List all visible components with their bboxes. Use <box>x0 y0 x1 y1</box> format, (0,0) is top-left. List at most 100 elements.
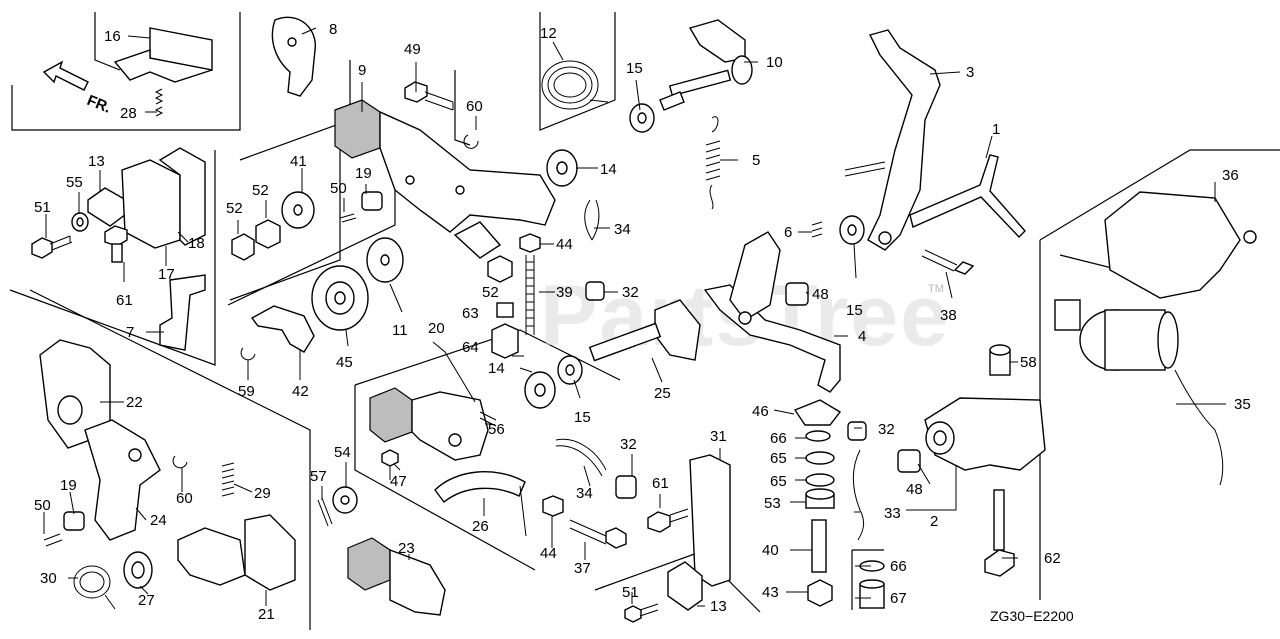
part-54-washer <box>332 486 358 514</box>
part-47-bolt <box>381 449 399 480</box>
part-26-plate <box>434 471 527 537</box>
callout-7: 7 <box>126 324 134 341</box>
callout-35: 35 <box>1234 396 1251 413</box>
callout-61: 61 <box>116 292 133 309</box>
callout-47: 47 <box>390 473 407 490</box>
part-29-spring <box>221 462 235 497</box>
callout-45: 45 <box>336 354 353 371</box>
part-33-wire <box>852 449 865 541</box>
callout-22: 22 <box>126 394 143 411</box>
part-15-washer-b <box>839 215 865 245</box>
callout-50b: 50 <box>34 497 51 514</box>
part-48-collar <box>785 282 921 473</box>
callout-30: 30 <box>40 570 57 587</box>
callout-44: 44 <box>556 236 573 253</box>
callout-40: 40 <box>762 542 779 559</box>
part-66-65-53-stack <box>805 430 835 509</box>
part-62-bolt <box>984 489 1015 577</box>
part-44-nut <box>519 233 564 517</box>
part-61-bolt-b <box>647 508 689 533</box>
callout-31: 31 <box>710 428 727 445</box>
part-55-washer <box>71 212 89 232</box>
callout-15: 15 <box>626 60 643 77</box>
callout-28: 28 <box>120 105 137 122</box>
part-23-assembly <box>347 537 446 616</box>
leader-lines <box>43 27 1226 607</box>
part-drawings <box>31 16 1257 623</box>
part-32-collar <box>585 281 867 499</box>
callout-6: 6 <box>784 224 792 241</box>
callout-49: 49 <box>404 41 421 58</box>
part-25-shaft <box>588 299 701 362</box>
callout-38: 38 <box>940 307 957 324</box>
callout-26: 26 <box>472 518 489 535</box>
part-51-bolt <box>31 235 73 259</box>
part-61-bolt <box>104 225 128 263</box>
callout-29: 29 <box>254 485 271 502</box>
callout-36: 36 <box>1222 167 1239 184</box>
callout-21: 21 <box>258 606 275 623</box>
callout-55: 55 <box>66 174 83 191</box>
callout-48: 48 <box>812 286 829 303</box>
callout-34: 34 <box>614 221 631 238</box>
callout-58: 58 <box>1020 354 1037 371</box>
callout-27: 27 <box>138 592 155 609</box>
callout-20: 20 <box>428 320 445 337</box>
part-14-washer <box>546 149 578 187</box>
part-63-64-fittings <box>491 302 519 359</box>
callout-65: 65 <box>770 450 787 467</box>
callout-1: 1 <box>992 121 1000 138</box>
svg-text:FR.: FR. <box>85 92 114 117</box>
part-49-bolt <box>404 81 454 111</box>
part-2-clamp <box>924 397 1046 471</box>
part-21-assembly <box>177 514 296 591</box>
part-27-collar <box>123 551 153 589</box>
callout-61b: 61 <box>652 475 669 492</box>
callout-12: 12 <box>540 25 557 42</box>
callout-46: 46 <box>752 403 769 420</box>
part-43-nut <box>807 579 833 607</box>
callout-60: 60 <box>466 98 483 115</box>
svg-text:TM: TM <box>928 283 944 295</box>
part-57-pin <box>317 497 333 527</box>
callout-19: 19 <box>355 165 372 182</box>
part-6-spring <box>811 221 823 238</box>
callout-65b: 65 <box>770 473 787 490</box>
callout-44b: 44 <box>540 545 557 562</box>
callout-32c: 32 <box>620 436 637 453</box>
part-14-15-washers-lower <box>524 355 583 409</box>
part-37-bolt <box>569 519 627 549</box>
callout-48b: 48 <box>906 481 923 498</box>
callout-64: 64 <box>462 339 479 356</box>
callout-18: 18 <box>188 235 205 252</box>
part-8-plate <box>271 16 316 97</box>
callout-60b: 60 <box>176 490 193 507</box>
part-28-spring <box>154 88 164 117</box>
callout-15c: 15 <box>574 409 591 426</box>
callout-16: 16 <box>104 28 121 45</box>
part-36-bracket <box>1104 191 1257 299</box>
diagram-code: ZG30−E2200 <box>990 608 1074 624</box>
callout-14: 14 <box>600 161 617 178</box>
front-direction-arrow: FR. <box>42 60 114 117</box>
part-40-stud <box>811 519 827 573</box>
callout-50: 50 <box>330 180 347 197</box>
part-59-clip <box>240 347 256 361</box>
part-15-washer <box>629 103 655 133</box>
callout-17: 17 <box>158 266 175 283</box>
callout-33: 33 <box>884 505 901 522</box>
part-16-bracket <box>113 27 213 83</box>
part-46-plate <box>793 399 842 426</box>
callout-39: 39 <box>556 284 573 301</box>
part-1-rod <box>909 154 1026 239</box>
callout-66b: 66 <box>890 558 907 575</box>
part-45-pulley <box>311 265 369 331</box>
callout-24: 24 <box>150 512 167 529</box>
callout-11: 11 <box>392 322 408 339</box>
part-56-pin <box>479 411 497 427</box>
callout-51b: 51 <box>622 584 639 601</box>
callout-14b: 14 <box>488 360 505 377</box>
callout-67: 67 <box>890 590 907 607</box>
callout-labels: 16 28 8 9 49 60 12 15 10 3 1 5 14 13 55 … <box>34 21 1251 623</box>
